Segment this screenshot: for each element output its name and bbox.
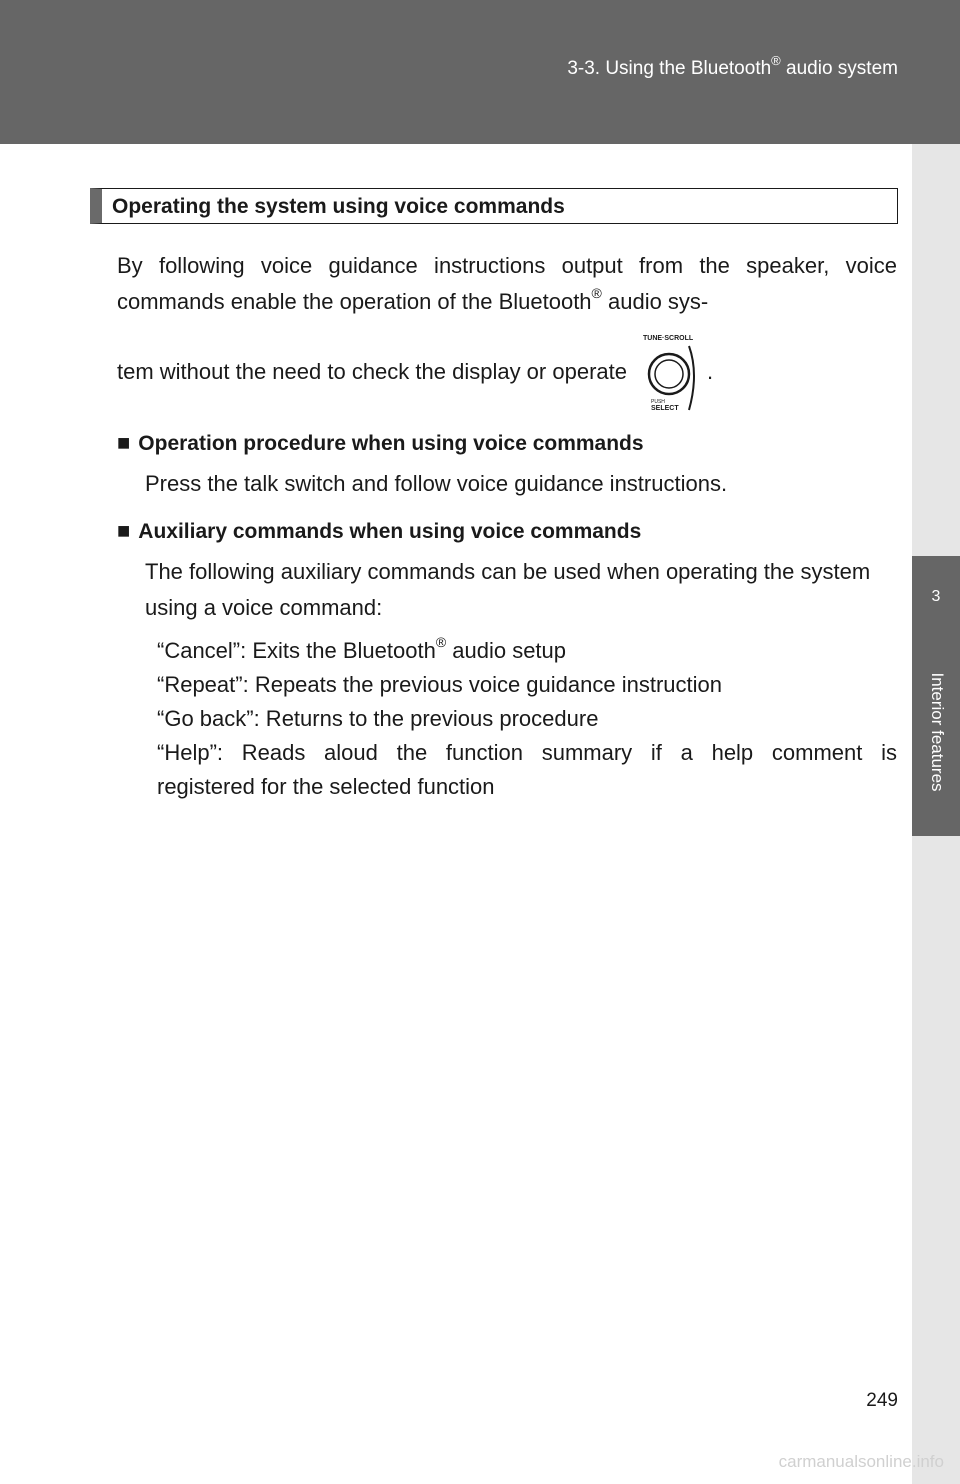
procedure-heading-text: Operation procedure when using voice com… bbox=[138, 432, 644, 455]
registered-mark: ® bbox=[771, 53, 781, 68]
intro-paragraph: By following voice guidance instructions… bbox=[117, 248, 897, 414]
command-cancel: “Cancel”: Exits the Bluetooth® audio set… bbox=[157, 634, 567, 663]
svg-text:TUNE·SCROLL: TUNE·SCROLL bbox=[643, 335, 694, 342]
chapter-tab bbox=[912, 556, 960, 836]
chapter-label: Interior features bbox=[928, 672, 947, 792]
intro-period: . bbox=[706, 359, 714, 384]
section-title: Operating the system using voice command… bbox=[112, 195, 565, 218]
bullet-square-icon: ■ bbox=[117, 518, 131, 543]
command-list: “Cancel”: Exits the Bluetooth® audio set… bbox=[157, 634, 897, 804]
svg-text:SELECT: SELECT bbox=[651, 405, 679, 412]
intro-text-2: audio sys- bbox=[601, 289, 709, 314]
procedure-heading: ■ Operation procedure when using voice co… bbox=[117, 430, 644, 456]
page-number: 249 bbox=[866, 1390, 898, 1411]
command-go-back: “Go back”: Returns to the previous proce… bbox=[157, 706, 599, 731]
tune-scroll-knob-icon: TUNE·SCROLL PUSH SELECT bbox=[643, 335, 695, 412]
procedure-text: Press the talk switch and follow voice g… bbox=[145, 471, 728, 496]
side-tab-lower bbox=[912, 836, 960, 1484]
header-bar bbox=[0, 0, 960, 144]
registered-mark: ® bbox=[591, 285, 602, 301]
header-text-suffix: audio system bbox=[780, 58, 898, 79]
svg-text:PUSH: PUSH bbox=[651, 399, 665, 405]
bullet-square-icon: ■ bbox=[117, 430, 131, 455]
intro-text-1: By following voice guidance instructions… bbox=[117, 253, 897, 314]
running-header: 3-3. Using the Bluetooth® audio system bbox=[567, 54, 898, 80]
section-heading-box: Operating the system using voice command… bbox=[90, 188, 898, 224]
auxiliary-heading: ■ Auxiliary commands when using voice com… bbox=[117, 518, 641, 544]
watermark: carmanualsonline.info bbox=[778, 1452, 944, 1471]
side-tab-upper bbox=[912, 144, 960, 556]
auxiliary-text: The following auxiliary commands can be … bbox=[145, 559, 871, 620]
intro-knob-line: tem without the need to check the displa… bbox=[117, 330, 897, 414]
intro-text-3: tem without the need to check the displa… bbox=[117, 359, 627, 384]
auxiliary-heading-text: Auxiliary commands when using voice comm… bbox=[138, 520, 642, 543]
command-repeat: “Repeat”: Repeats the previous voice gui… bbox=[157, 672, 722, 697]
command-help: “Help”: Reads aloud the function summary… bbox=[157, 740, 897, 799]
header-text: 3-3. Using the Bluetooth bbox=[567, 58, 772, 79]
chapter-number: 3 bbox=[931, 588, 941, 605]
